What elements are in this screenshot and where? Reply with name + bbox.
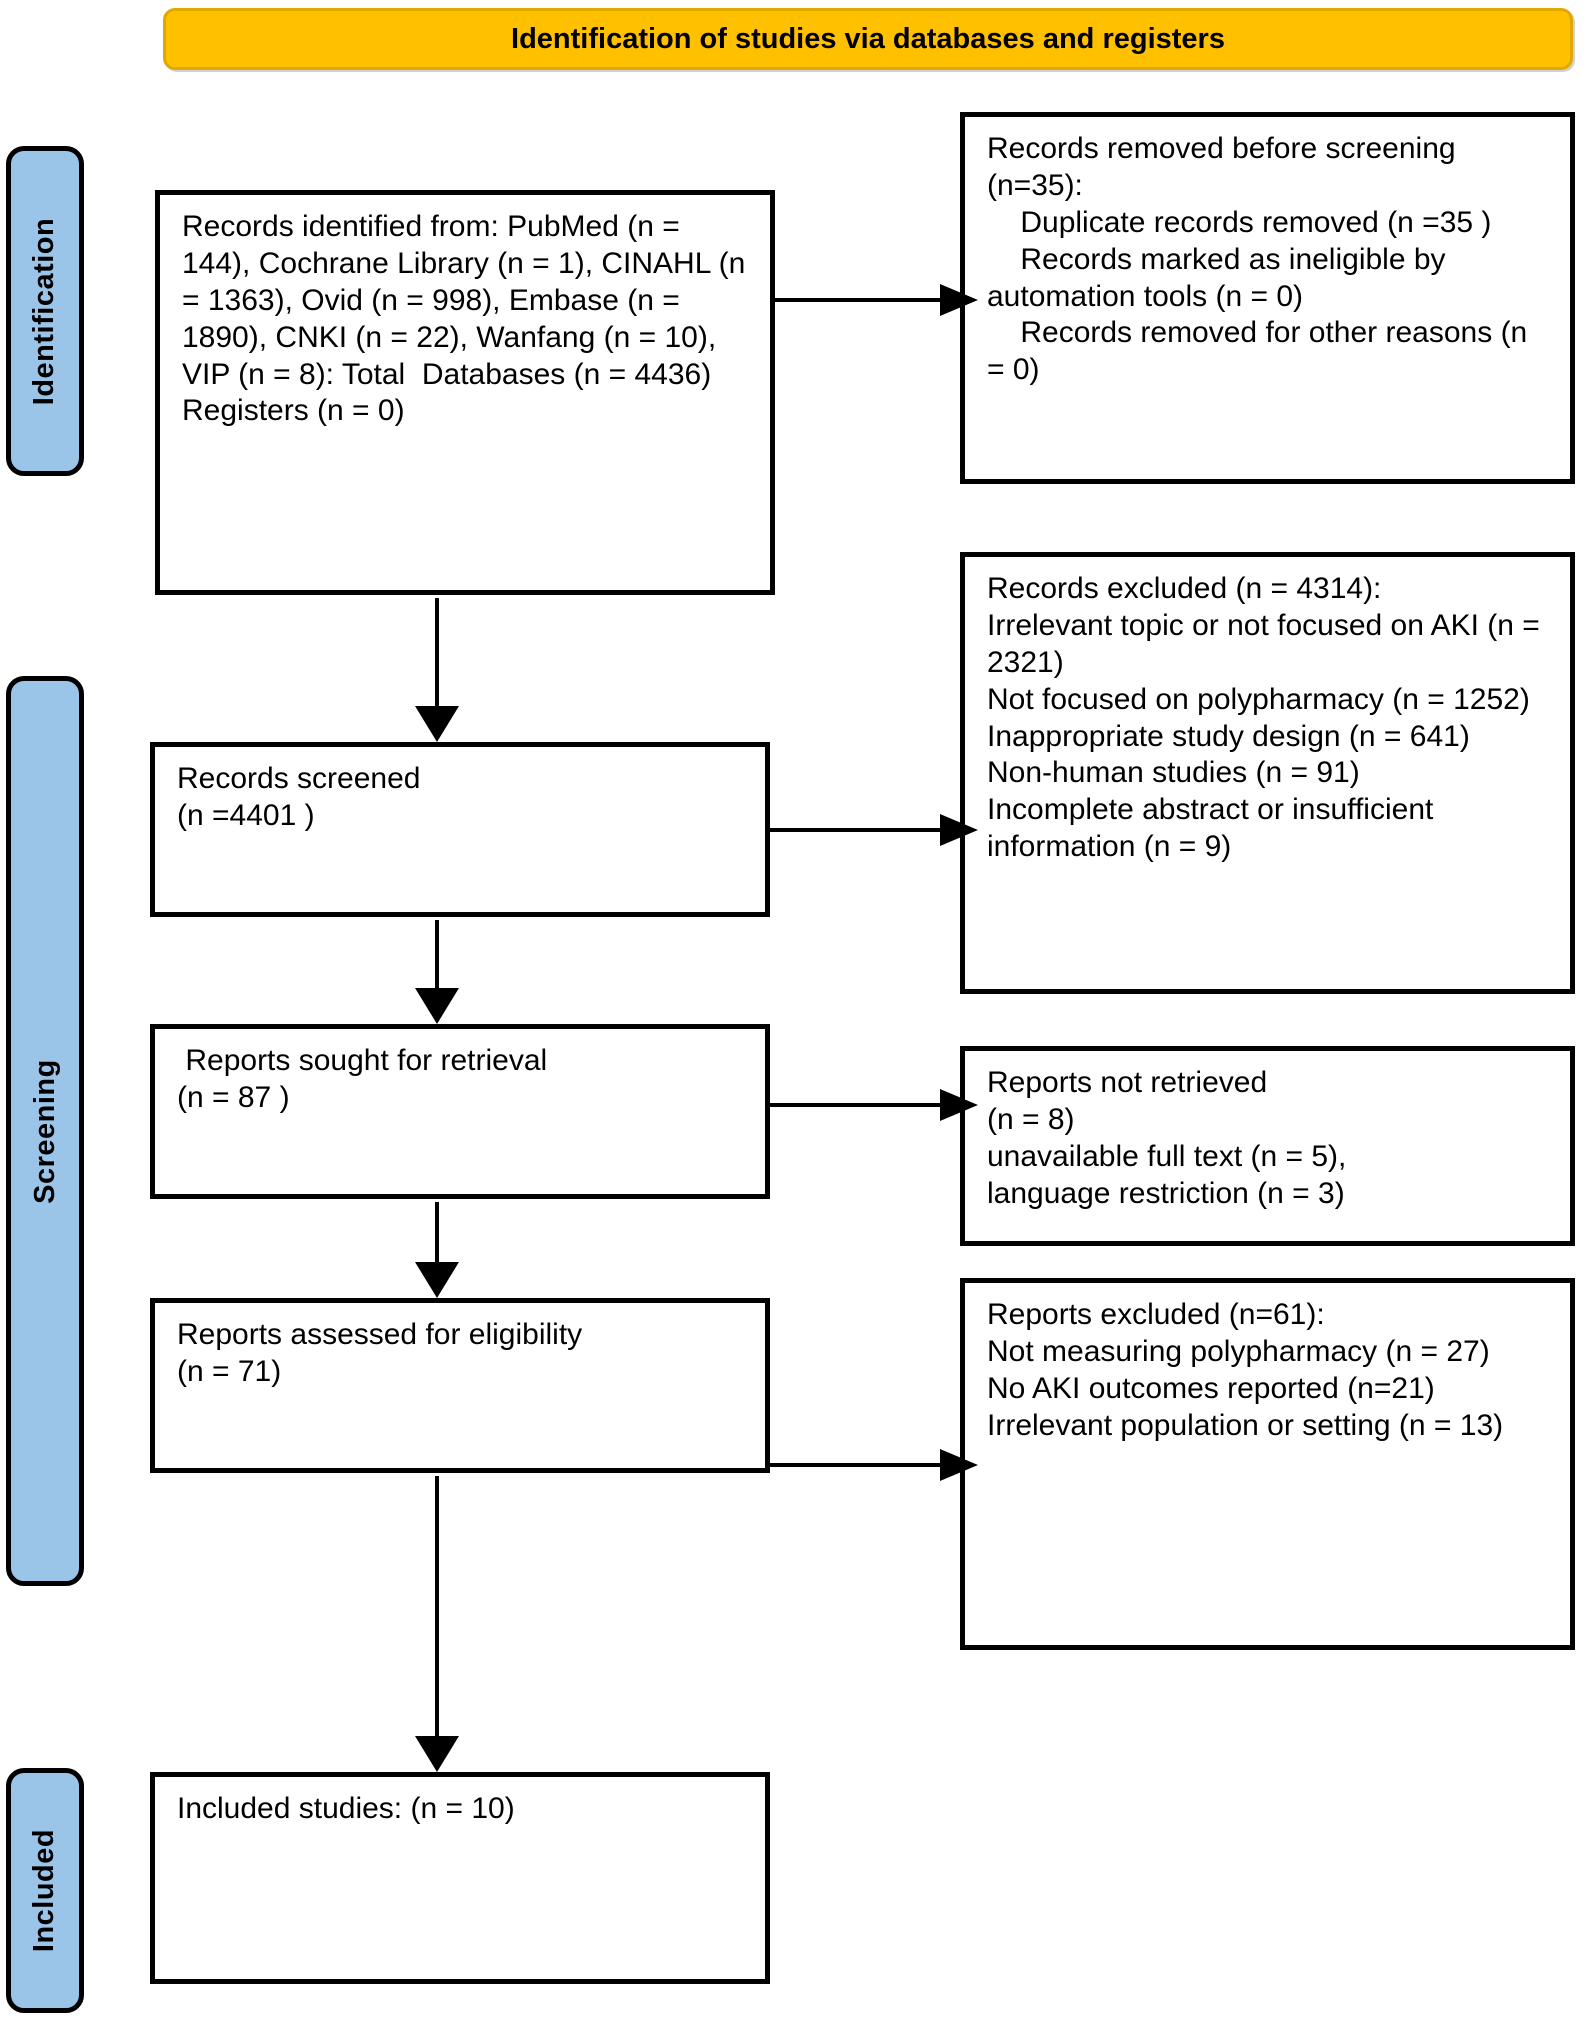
arrow-sought-to-not-retrieved [770, 1089, 978, 1121]
box-reports-not-retrieved-text: Reports not retrieved (n = 8) unavailabl… [987, 1066, 1347, 1210]
box-reports-assessed-for-eligibility: Reports assessed for eligibility (n = 71… [150, 1298, 770, 1473]
diagram-title: Identification of studies via databases … [511, 22, 1225, 55]
phase-label-identification: Identification [28, 217, 61, 405]
phase-band-screening: Screening [6, 676, 84, 1586]
phase-label-screening: Screening [28, 1058, 61, 1204]
arrow-assessed-to-included [415, 1476, 459, 1772]
box-reports-excluded: Reports excluded (n=61): Not measuring p… [960, 1278, 1575, 1650]
box-records-screened: Records screened (n =4401 ) [150, 742, 770, 917]
box-reports-excluded-text: Reports excluded (n=61): Not measuring p… [987, 1298, 1504, 1442]
diagram-header-banner: Identification of studies via databases … [163, 8, 1573, 70]
arrow-sought-to-assessed [415, 1202, 459, 1298]
box-records-excluded: Records excluded (n = 4314): Irrelevant … [960, 552, 1575, 994]
arrow-screened-to-records-excluded [770, 814, 978, 846]
phase-band-included: Included [6, 1768, 84, 2013]
box-reports-not-retrieved: Reports not retrieved (n = 8) unavailabl… [960, 1046, 1575, 1246]
phase-label-included: Included [28, 1828, 61, 1953]
box-records-screened-text: Records screened (n =4401 ) [177, 762, 421, 832]
box-included-studies: Included studies: (n = 10) [150, 1772, 770, 1984]
box-reports-assessed-text: Reports assessed for eligibility (n = 71… [177, 1318, 583, 1388]
box-records-removed-text: Records removed before screening (n=35):… [987, 132, 1528, 387]
arrow-identified-to-removed [775, 284, 978, 316]
box-records-excluded-text: Records excluded (n = 4314): Irrelevant … [987, 572, 1540, 864]
box-records-removed-before-screening: Records removed before screening (n=35):… [960, 112, 1575, 484]
box-records-identified: Records identified from: PubMed (n = 144… [155, 190, 775, 595]
box-included-studies-text: Included studies: (n = 10) [177, 1792, 515, 1825]
box-reports-sought-text: Reports sought for retrieval (n = 87 ) [177, 1044, 548, 1114]
arrow-assessed-to-reports-excluded [770, 1449, 978, 1481]
phase-band-identification: Identification [6, 146, 84, 476]
box-records-identified-text: Records identified from: PubMed (n = 144… [182, 210, 746, 428]
arrow-screened-to-sought [415, 920, 459, 1024]
arrow-identified-to-screened [415, 598, 459, 742]
box-reports-sought-for-retrieval: Reports sought for retrieval (n = 87 ) [150, 1024, 770, 1199]
